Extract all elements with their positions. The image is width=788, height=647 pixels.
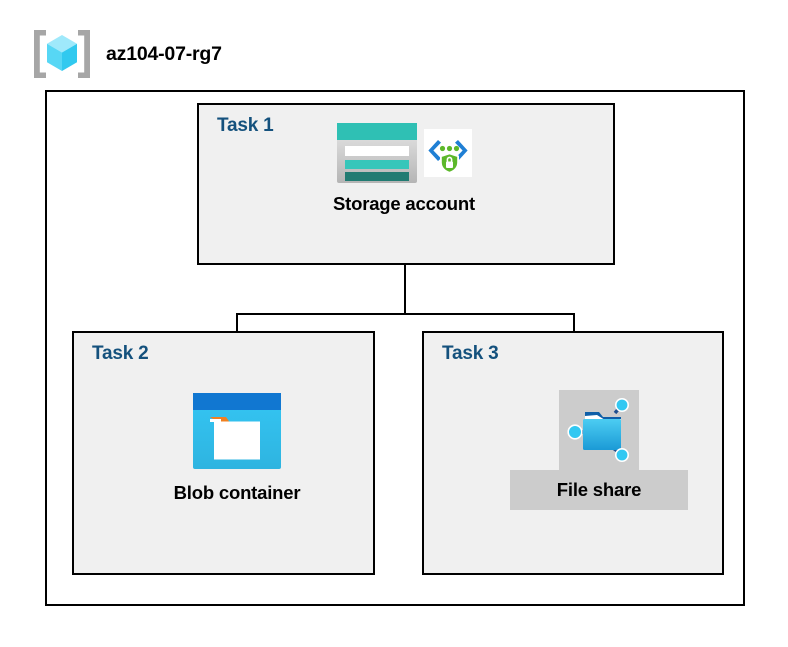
- resource-group-header: az104-07-rg7: [30, 26, 222, 82]
- task-label-task3: Task 3: [442, 343, 499, 364]
- task-label-task2: Task 2: [92, 343, 149, 364]
- node-label-blob-container: Blob container: [173, 482, 301, 503]
- connector-task1-stem: [404, 265, 406, 314]
- node-label-file-share: File share: [556, 479, 642, 500]
- resource-group-cube-icon: [30, 26, 94, 82]
- node-storage-account[interactable]: Storage account: [296, 122, 512, 215]
- storage-account-icon: [336, 122, 418, 184]
- file-share-icon: [563, 394, 635, 466]
- node-label-storage-account: Storage account: [333, 193, 475, 214]
- node-file-share[interactable]: File share: [510, 390, 688, 510]
- node-blob-container[interactable]: Blob container: [152, 392, 322, 504]
- blob-container-icon: [192, 392, 282, 482]
- storage-account-icon-row: [336, 122, 472, 184]
- file-share-label-highlight: File share: [510, 470, 688, 510]
- connector-horizontal-bar: [236, 313, 575, 315]
- resource-group-name: az104-07-rg7: [106, 42, 222, 65]
- secure-endpoint-icon: [424, 129, 472, 177]
- file-share-icon-highlight: [559, 390, 639, 470]
- task-label-task1: Task 1: [217, 115, 274, 136]
